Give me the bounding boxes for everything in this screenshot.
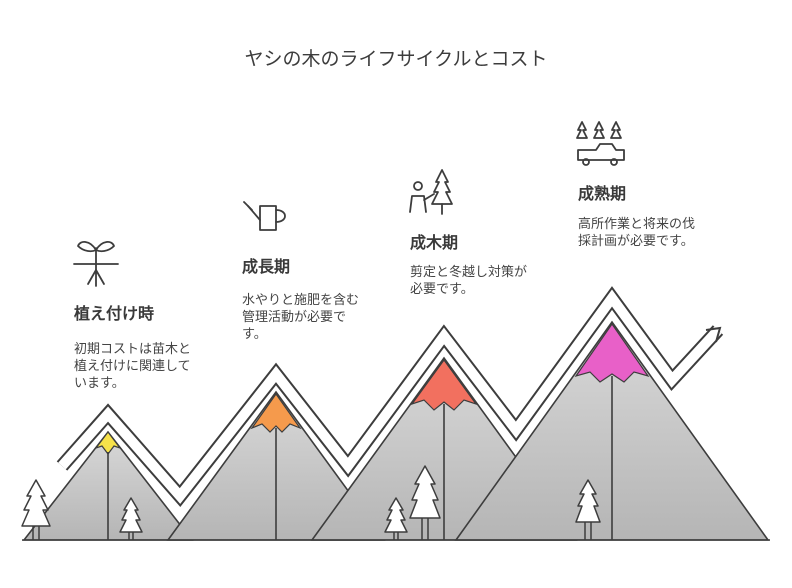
stage-desc-planting: 初期コストは苗木と 植え付けに関連して います。 <box>74 341 191 392</box>
desc-line: います。 <box>74 376 125 391</box>
pine-tree-icon <box>384 497 408 540</box>
desc-line: 採計画が必要です。 <box>578 234 694 249</box>
diagram-title: ヤシの木のライフサイクルとコスト <box>244 48 548 70</box>
stage-desc-mature: 高所作業と将来の伐 採計画が必要です。 <box>578 216 695 250</box>
pine-tree-icon <box>119 497 143 540</box>
growth-arrow <box>56 286 724 507</box>
mountain-stage-4 <box>454 320 770 541</box>
desc-line: 水やりと施肥を含む <box>242 293 360 308</box>
desc-line: 剪定と冬越し対策が <box>410 265 528 280</box>
stage-desc-adult: 剪定と冬越し対策が 必要です。 <box>410 264 527 298</box>
desc-line: 植え付けに関連して <box>74 359 191 374</box>
arrow-head-icon <box>705 326 722 343</box>
watering-can-icon <box>243 201 286 231</box>
desc-line: 管理活動が必要で <box>242 310 347 325</box>
stage-desc-growth: 水やりと施肥を含む 管理活動が必要で す。 <box>242 292 359 343</box>
desc-line: 初期コストは苗木と <box>74 342 192 357</box>
stage-title-mature: 成熟期 <box>578 184 627 203</box>
pine-tree-icon <box>575 479 601 540</box>
peak-stage-4 <box>574 322 650 383</box>
pine-tree-icon <box>409 465 441 540</box>
peak-stage-3 <box>410 358 478 411</box>
gardener-tree-icon <box>409 169 453 215</box>
sprout-icon <box>73 241 119 287</box>
desc-line: す。 <box>242 327 267 342</box>
truck-trees-icon <box>576 121 625 166</box>
desc-line: 必要です。 <box>410 282 474 297</box>
mountain-stage-2 <box>166 390 386 541</box>
stage-title-adult: 成木期 <box>410 233 459 252</box>
stage-title-growth: 成長期 <box>242 257 291 276</box>
peak-stage-2 <box>250 392 302 433</box>
desc-line: 高所作業と将来の伐 <box>578 217 696 232</box>
pine-tree-icon <box>21 479 51 540</box>
stage-title-planting: 植え付け時 <box>74 304 155 323</box>
